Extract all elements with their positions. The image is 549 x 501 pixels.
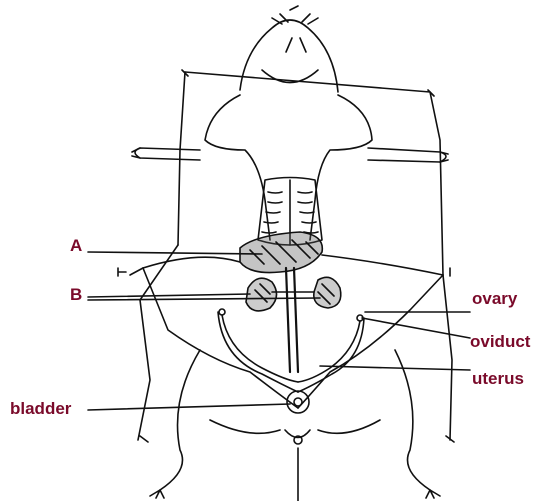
chest-outline xyxy=(205,95,372,240)
hindlimbs xyxy=(150,350,440,501)
central-vessels xyxy=(286,268,298,372)
label-ovary: ovary xyxy=(472,289,517,309)
kidneys xyxy=(246,277,341,311)
label-oviduct: oviduct xyxy=(470,332,530,352)
label-b: B xyxy=(70,285,82,305)
rat-head xyxy=(240,6,338,92)
label-uterus: uterus xyxy=(472,369,524,389)
label-bladder: bladder xyxy=(10,399,71,419)
reproductive-tract xyxy=(218,309,364,392)
liver xyxy=(240,232,322,273)
label-a: A xyxy=(70,236,82,256)
